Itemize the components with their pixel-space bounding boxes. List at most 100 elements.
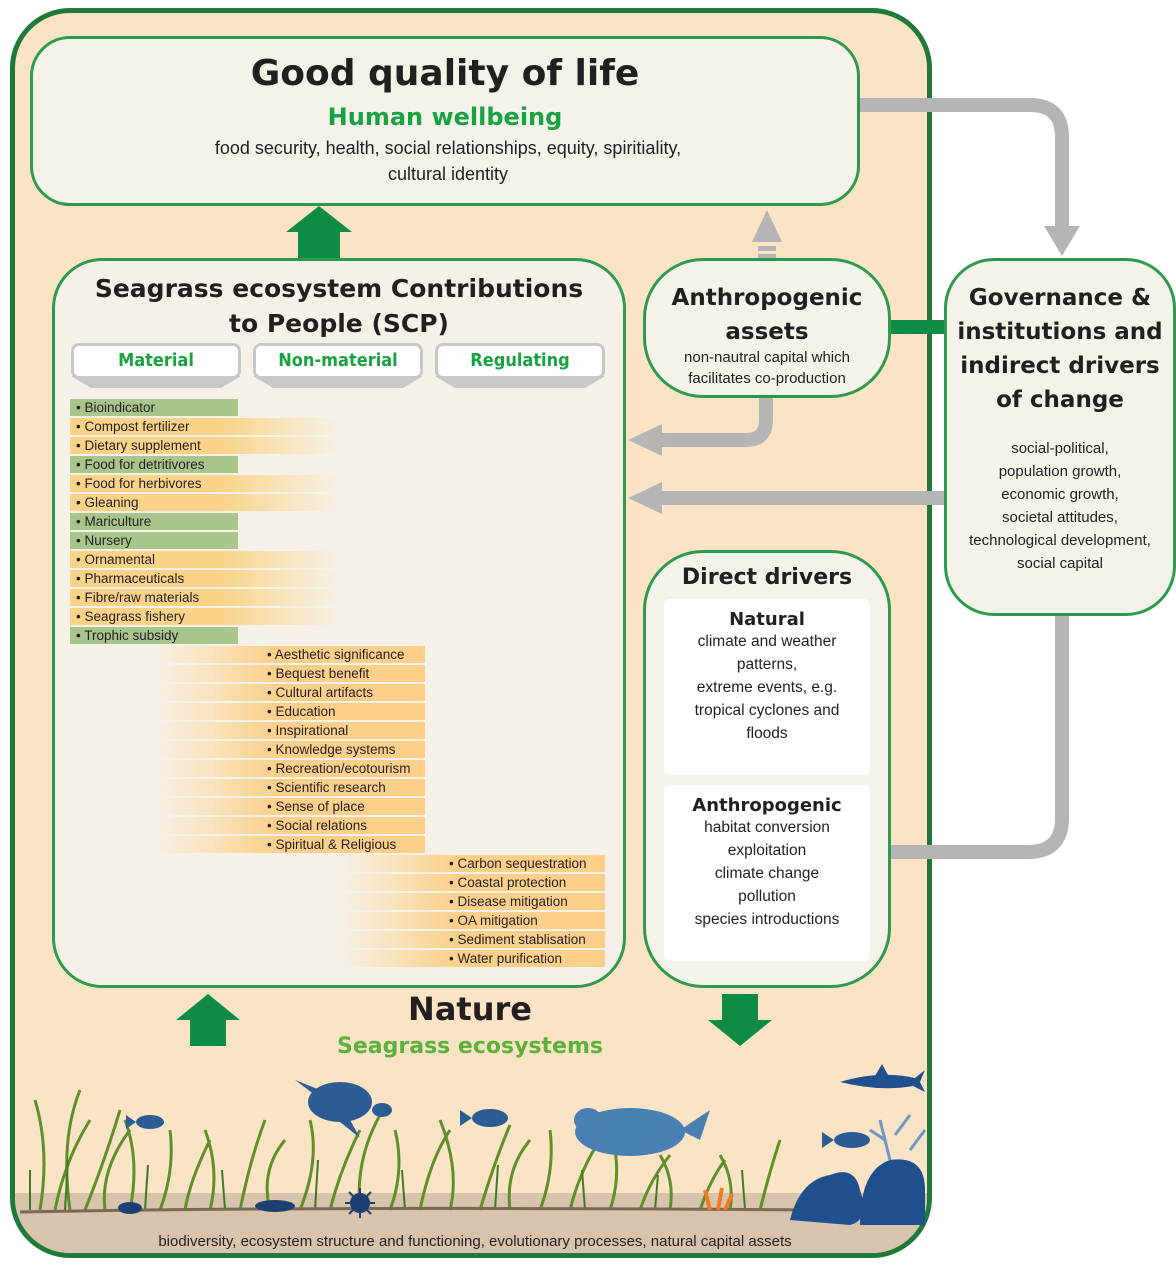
list-item: • Trophic subsidy: [70, 627, 238, 644]
list-item: • Aesthetic significance: [155, 646, 425, 663]
list-item: • Food for detritivores: [70, 456, 238, 473]
list-item: • Knowledge systems: [155, 741, 425, 758]
dugong-icon: [574, 1108, 710, 1156]
arrow-head: [628, 482, 662, 514]
coral-branches: [869, 1114, 927, 1161]
list-item: • Mariculture: [70, 513, 238, 530]
list-item: • OA mitigation: [337, 912, 605, 929]
governance-title: Governance & institutions and indirect d…: [947, 281, 1173, 417]
governance-body-line: population growth,: [998, 463, 1122, 480]
orange-coral-icon: [703, 1187, 734, 1211]
list-item: • Spiritual & Religious: [155, 836, 425, 853]
list-item: • Social relations: [155, 817, 425, 834]
tab-material-pointer: [71, 376, 241, 388]
turtle-icon: [295, 1080, 392, 1138]
arrow-up-scp-to-wellbeing: [286, 206, 352, 258]
scp-title: Seagrass ecosystem Contributions to Peop…: [55, 271, 623, 341]
arrow-assets-to-scp: [660, 398, 773, 447]
list-item: • Sediment stablisation: [337, 931, 605, 948]
fish-icon: [126, 1109, 870, 1148]
governance-body-line: social capital: [1017, 555, 1103, 572]
sea-cucumber-icon: [118, 1200, 295, 1214]
anthropogenic-assets-panel: Anthropogenic assets non-nautral capital…: [643, 258, 891, 398]
list-item: • Sense of place: [155, 798, 425, 815]
nature-caption: biodiversity, ecosystem structure and fu…: [158, 1233, 792, 1250]
nature-title: Nature: [408, 990, 532, 1028]
seagrass-ecosystems-subtitle: Seagrass ecosystems: [337, 1034, 603, 1059]
list-item: • Water purification: [337, 950, 605, 967]
arrow-down-drivers-to-nature: [708, 994, 772, 1046]
governance-title-line: indirect drivers: [960, 353, 1160, 379]
list-item: • Food for herbivores: [70, 475, 340, 492]
anthropogenic-driver-line: exploitation: [727, 842, 807, 859]
list-item: • Fibre/raw materials: [70, 589, 340, 606]
list-item: • Compost fertilizer: [70, 418, 340, 435]
anthropogenic-assets-body-line2: facilitates co-production: [688, 370, 846, 387]
list-item: • Nursery: [70, 532, 238, 549]
anthropogenic-assets-title: Anthropogenic assets: [646, 281, 888, 349]
list-item: • Carbon sequestration: [337, 855, 605, 872]
governance-title-line: institutions and: [957, 319, 1163, 345]
natural-driver-line: tropical cyclones and: [694, 702, 840, 719]
natural-drivers-box: Natural climate and weather patterns, ex…: [664, 599, 870, 775]
natural-driver-line: patterns,: [736, 656, 798, 673]
governance-body-line: social-political,: [1011, 440, 1109, 457]
list-item: • Inspirational: [155, 722, 425, 739]
scp-title-line2: to People (SCP): [229, 309, 449, 338]
list-item: • Cultural artifacts: [155, 684, 425, 701]
tab-material: Material: [71, 343, 241, 379]
natural-drivers-title: Natural: [729, 609, 805, 630]
seagrass-illustration: [19, 1064, 927, 1225]
governance-description: social-political, population growth, eco…: [947, 437, 1173, 575]
human-wellbeing-subtitle: Human wellbeing: [327, 103, 563, 131]
list-item: • Coastal protection: [337, 874, 605, 891]
list-item: • Bequest benefit: [155, 665, 425, 682]
wellbeing-description: food security, health, social relationsh…: [214, 138, 682, 184]
tab-non-material: Non-material: [253, 343, 423, 379]
anthropogenic-assets-description: non-nautral capital which facilitates co…: [646, 347, 888, 389]
arrow-wellbeing-to-governance: [860, 98, 1069, 228]
list-item: • Bioindicator: [70, 399, 238, 416]
arrow-head: [628, 424, 662, 456]
list-item: • Ornamental: [70, 551, 340, 568]
list-item: • Gleaning: [70, 494, 340, 511]
coral-reef: [790, 1159, 925, 1225]
anthropogenic-assets-title-line2: assets: [725, 319, 809, 345]
list-item: • Dietary supplement: [70, 437, 340, 454]
anthropogenic-driver-line: climate change: [714, 865, 820, 882]
good-quality-of-life-panel: Good quality of life Human wellbeing foo…: [30, 36, 860, 206]
natural-driver-line: climate and weather: [697, 633, 837, 650]
list-item: • Seagrass fishery: [70, 608, 340, 625]
governance-body-line: societal attitudes,: [1002, 509, 1118, 526]
list-item: • Scientific research: [155, 779, 425, 796]
list-item: • Recreation/ecotourism: [155, 760, 425, 777]
arrow-head: [1044, 226, 1080, 256]
good-quality-of-life-title: Good quality of life: [250, 53, 640, 94]
list-item: • Pharmaceuticals: [70, 570, 340, 587]
governance-body-line: technological development,: [969, 532, 1151, 549]
list-item: • Disease mitigation: [337, 893, 605, 910]
shark-icon: [840, 1064, 925, 1092]
tab-non-material-pointer: [253, 376, 423, 388]
governance-title-line: of change: [996, 387, 1124, 413]
arrow-up-assets-to-wellbeing: [752, 210, 782, 258]
seagrass-shoots: [29, 1159, 746, 1211]
anthropogenic-driver-line: species introductions: [694, 911, 840, 928]
scp-title-line1: Seagrass ecosystem Contributions: [94, 274, 584, 303]
connector-assets-governance: [890, 320, 946, 334]
governance-body-line: economic growth,: [1001, 486, 1119, 503]
anthropogenic-driver-line: pollution: [738, 888, 796, 905]
anthropogenic-drivers-title: Anthropogenic: [692, 795, 842, 816]
natural-driver-line: floods: [746, 725, 788, 742]
anthropogenic-assets-body-line1: non-nautral capital which: [684, 349, 850, 366]
anthropogenic-driver-line: habitat conversion: [704, 819, 830, 836]
anthropogenic-assets-title-line1: Anthropogenic: [671, 285, 863, 311]
direct-drivers-panel: Direct drivers Natural climate and weath…: [643, 550, 891, 988]
governance-title-line: Governance &: [968, 285, 1152, 311]
tab-regulating: Regulating: [435, 343, 605, 379]
arrow-up-nature-to-scp: [176, 994, 240, 1046]
anthropogenic-drivers-box: Anthropogenic habitat conversion exploit…: [664, 785, 870, 961]
tab-regulating-pointer: [435, 376, 605, 388]
natural-driver-line: extreme events, e.g.: [696, 679, 838, 696]
